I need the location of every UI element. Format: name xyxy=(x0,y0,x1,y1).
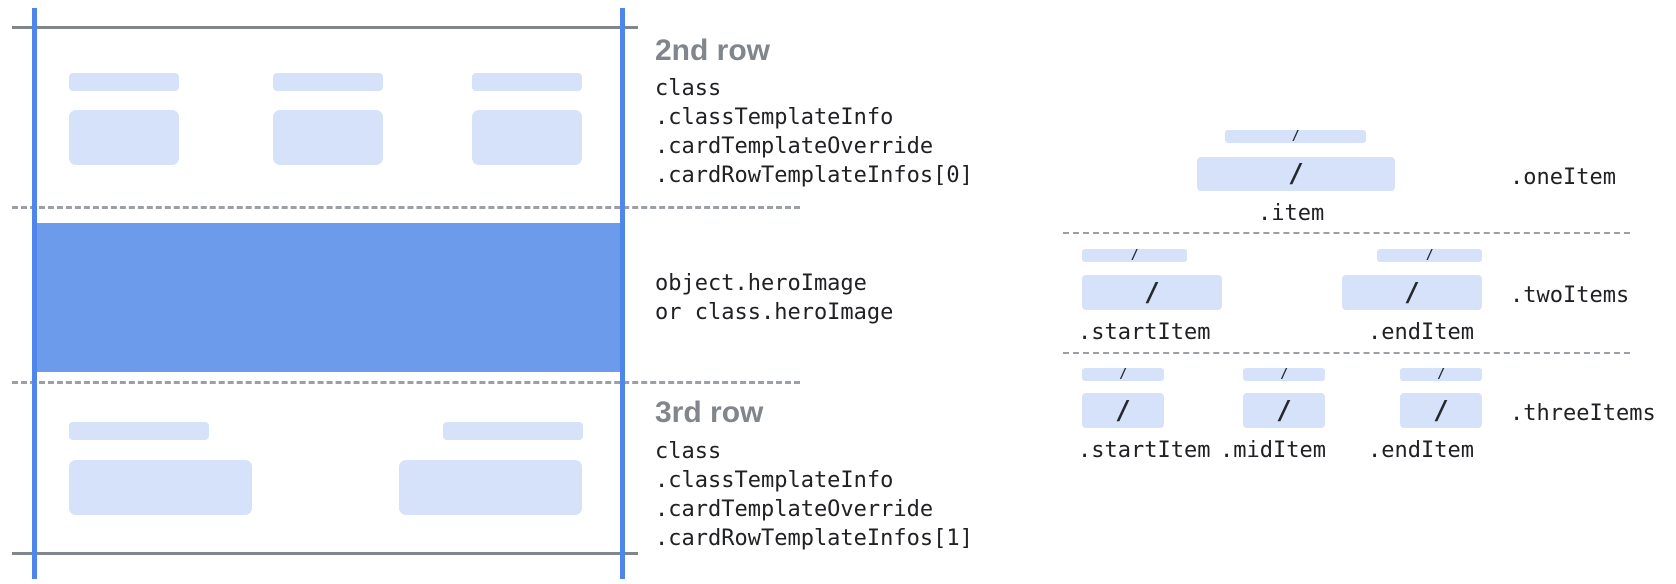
row2-heading: 2nd row xyxy=(655,34,771,67)
slash-glyph: / xyxy=(1404,277,1420,308)
slash-glyph: / xyxy=(1425,248,1434,263)
row3-col2-label-chip xyxy=(443,422,583,440)
row3-code-path: class .classTemplateInfo .cardTemplateOv… xyxy=(655,439,973,551)
row2-hero-divider-dashed-line xyxy=(12,206,800,209)
row3-heading: 3rd row xyxy=(655,396,764,429)
slash-glyph: / xyxy=(1437,367,1445,382)
two-start-item-label: .startItem xyxy=(1078,320,1211,345)
three-start-item-label: .startItem xyxy=(1078,438,1211,463)
hero-image-band xyxy=(32,223,625,372)
slash-glyph: / xyxy=(1119,367,1127,382)
two-end-label-bar: / xyxy=(1377,248,1482,263)
slash-glyph: / xyxy=(1280,367,1288,382)
row2-code-path: class .classTemplateInfo .cardTemplateOv… xyxy=(655,76,973,188)
card-left-edge-line xyxy=(32,8,37,579)
slash-glyph: / xyxy=(1276,395,1292,426)
row2-col2-label-chip xyxy=(273,73,383,91)
three-items-group-label: .threeItems xyxy=(1510,401,1656,426)
two-items-group-label: .twoItems xyxy=(1510,283,1630,308)
slash-glyph: / xyxy=(1130,248,1139,263)
three-end-value-bar: / xyxy=(1400,393,1482,428)
row2-col1-label-chip xyxy=(69,73,179,91)
card-right-edge-line xyxy=(620,8,625,579)
row3-col2-value-chip xyxy=(399,460,582,515)
slash-glyph: / xyxy=(1291,129,1300,144)
row2-col3-label-chip xyxy=(472,73,582,91)
row3-col1-label-chip xyxy=(69,422,209,440)
one-item-value-bar: / xyxy=(1197,157,1395,191)
three-end-label-bar: / xyxy=(1400,367,1482,382)
three-start-label-bar: / xyxy=(1082,367,1164,382)
row2-col2-value-chip xyxy=(273,110,383,165)
row2-col3-value-chip xyxy=(472,110,582,165)
row3-col1-value-chip xyxy=(69,460,252,515)
three-mid-value-bar: / xyxy=(1243,393,1325,428)
one-item-label-bar: / xyxy=(1225,129,1366,144)
one-item-label: .item xyxy=(1258,201,1325,226)
row2-col1-value-chip xyxy=(69,110,179,165)
card-top-boundary-line xyxy=(12,26,638,29)
card-bottom-boundary-line xyxy=(12,552,638,555)
two-start-label-bar: / xyxy=(1082,248,1187,263)
three-mid-item-label: .midItem xyxy=(1220,438,1326,463)
three-end-item-label: .endItem xyxy=(1368,438,1474,463)
hero-code-path: object.heroImage or class.heroImage xyxy=(655,271,894,325)
slash-glyph: / xyxy=(1288,159,1304,189)
three-mid-label-bar: / xyxy=(1243,367,1325,382)
slash-glyph: / xyxy=(1115,395,1131,426)
two-three-divider-dashed-line xyxy=(1063,352,1630,354)
hero-row3-divider-dashed-line xyxy=(12,381,800,384)
one-two-divider-dashed-line xyxy=(1063,232,1630,234)
two-end-item-label: .endItem xyxy=(1368,320,1474,345)
slash-glyph: / xyxy=(1433,395,1449,426)
three-start-value-bar: / xyxy=(1082,393,1164,428)
two-start-value-bar: / xyxy=(1082,275,1222,310)
slash-glyph: / xyxy=(1144,277,1160,308)
one-item-group-label: .oneItem xyxy=(1510,165,1616,190)
two-end-value-bar: / xyxy=(1342,275,1482,310)
